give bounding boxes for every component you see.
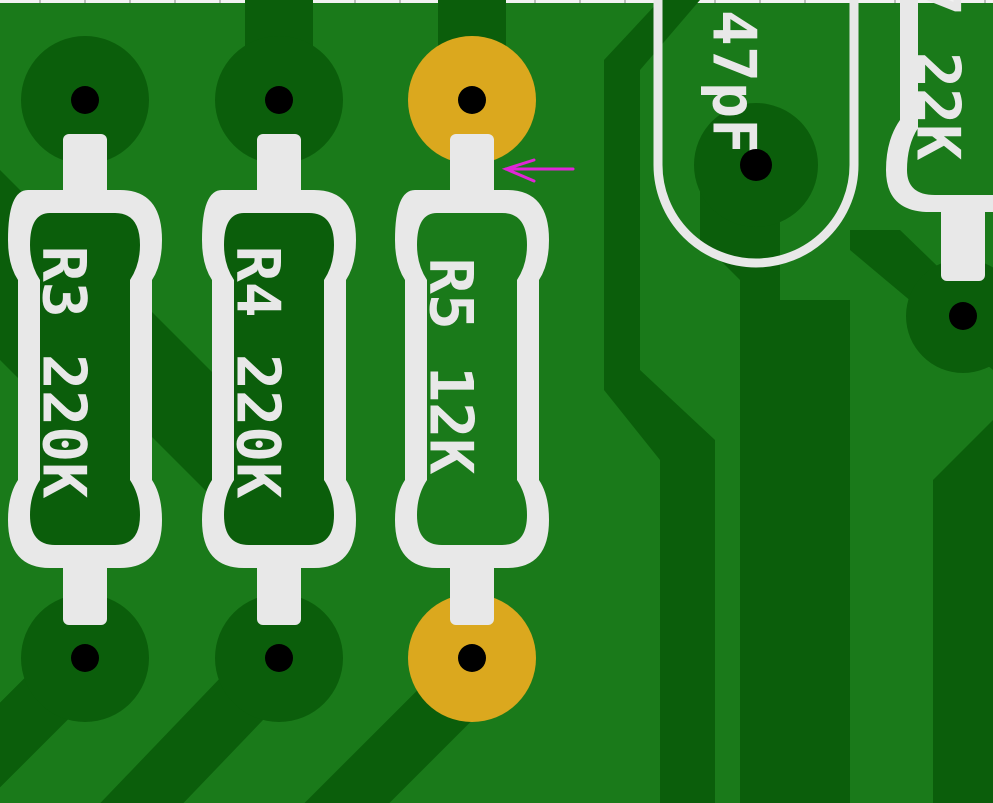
r7-lead — [941, 205, 985, 281]
capacitor-outline — [653, 0, 859, 268]
resistor-r5[interactable]: R5 12K — [395, 134, 549, 625]
resistor-r3[interactable]: R3 220K — [8, 134, 162, 625]
r3-body-fill — [30, 213, 140, 545]
r4-body-fill — [224, 213, 334, 545]
capacitor-label: 47pF — [698, 10, 768, 155]
resistor-r7[interactable]: 7 22K — [886, 0, 993, 281]
r7-body-outline — [886, 0, 993, 212]
capacitor-47pf[interactable]: 47pF — [653, 0, 859, 268]
r3-label: R3 220K — [28, 246, 98, 499]
r7-label: 7 22K — [902, 0, 972, 160]
drill-hole — [71, 644, 99, 672]
drill-hole — [265, 644, 293, 672]
r5-label: R5 12K — [415, 258, 485, 475]
drill-hole — [949, 302, 977, 330]
resistor-r4[interactable]: R4 220K — [202, 134, 356, 625]
drill-hole — [458, 86, 486, 114]
arrow-left-icon — [501, 158, 575, 183]
drill-hole — [740, 149, 772, 181]
r4-label: R4 220K — [222, 246, 292, 499]
drill-holes — [71, 86, 977, 672]
drill-hole — [71, 86, 99, 114]
r5-body-fill — [417, 213, 527, 545]
drill-hole — [265, 86, 293, 114]
drill-hole — [458, 644, 486, 672]
